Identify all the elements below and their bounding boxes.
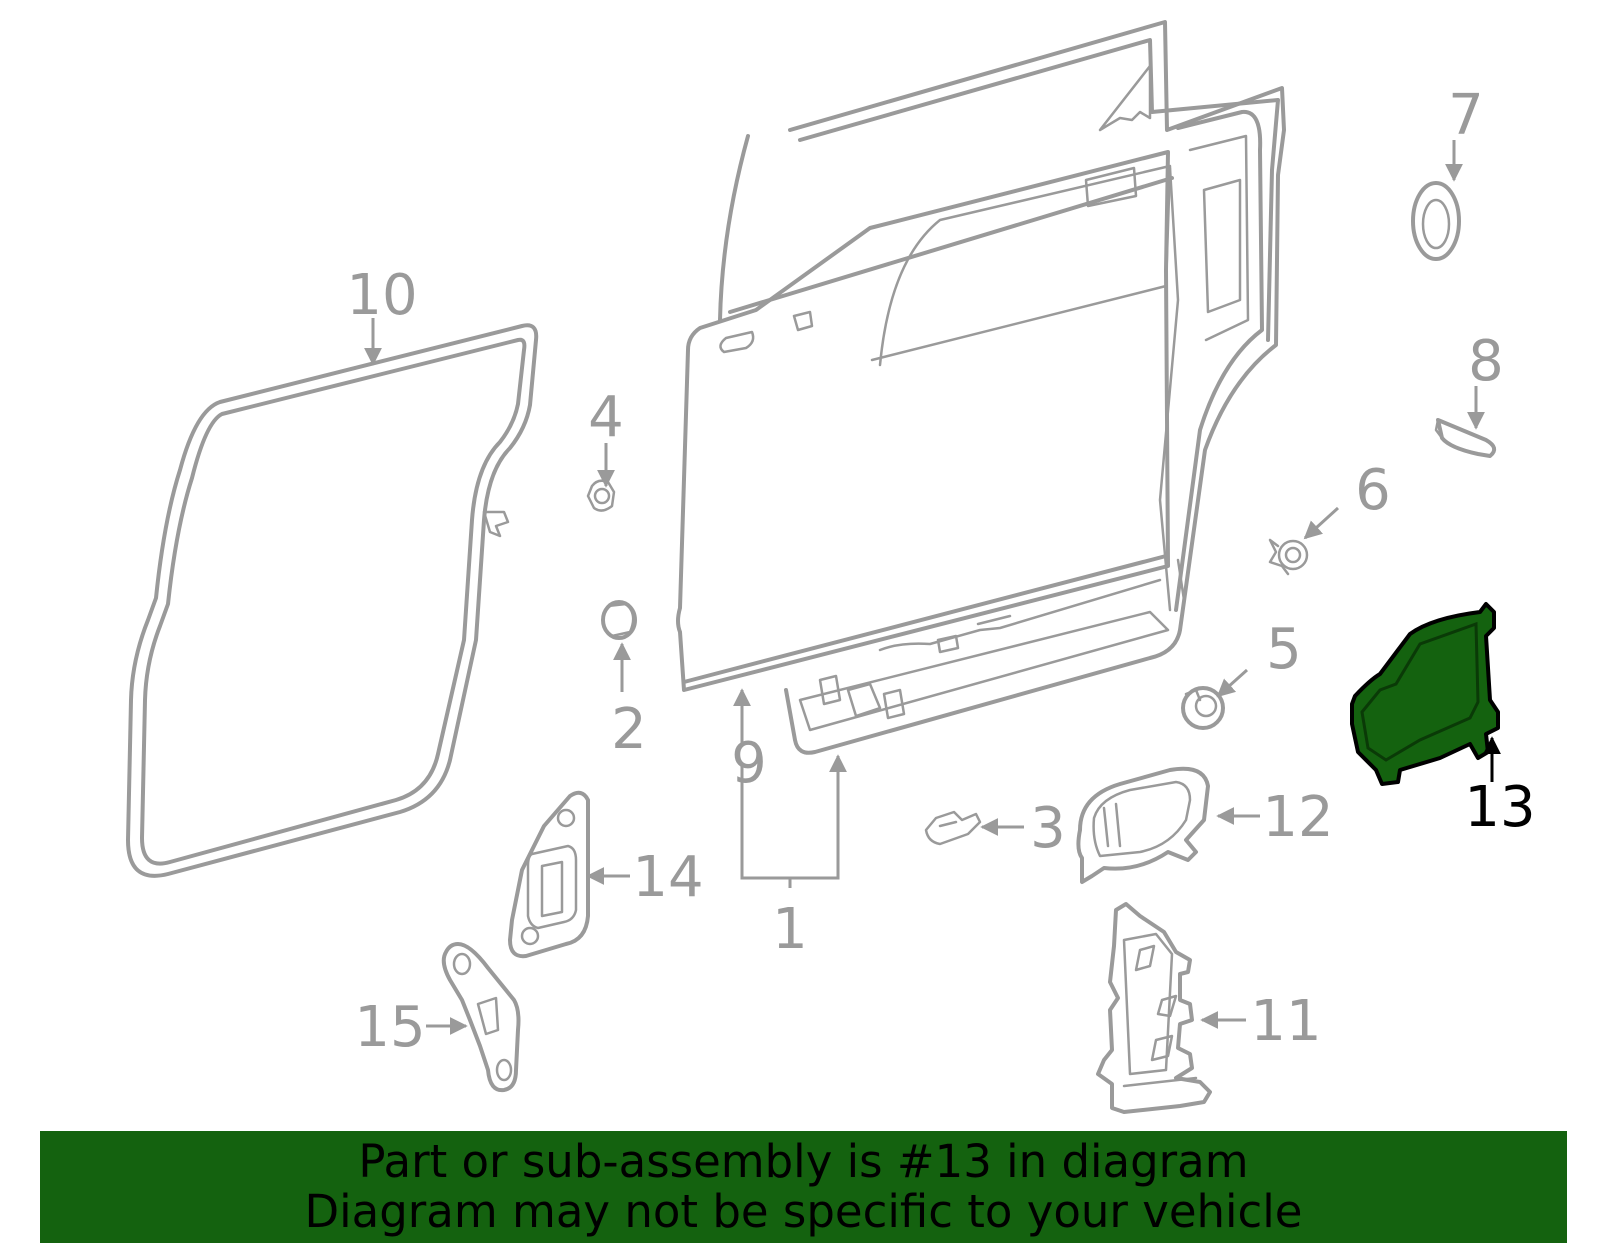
callout-4: 4: [588, 385, 624, 450]
part-12-handle-housing[interactable]: [1076, 766, 1210, 884]
part-4-clip[interactable]: [586, 479, 616, 512]
callout-15: 15: [354, 995, 425, 1060]
info-banner: Part or sub-assembly is #13 in diagram D…: [40, 1131, 1567, 1243]
callout-14: 14: [632, 845, 703, 910]
callout-11: 11: [1250, 989, 1321, 1054]
part-5-grommet[interactable]: [1181, 686, 1225, 730]
part-7-plug[interactable]: [1411, 181, 1461, 261]
part-11-lock-assembly[interactable]: [1096, 902, 1212, 1114]
callout-3: 3: [1030, 796, 1066, 861]
callout-labels: 1 2 3 4 5 6 7 8 9 10 11 12 13 14 15: [346, 83, 1535, 1060]
part-2-bumper[interactable]: [601, 600, 637, 640]
part-15-hinge-plate[interactable]: [441, 942, 521, 1093]
callout-7: 7: [1448, 83, 1484, 148]
part-13-cover[interactable]: [1350, 602, 1500, 786]
callout-9: 9: [731, 731, 767, 796]
callout-13: 13: [1464, 775, 1535, 840]
callout-2: 2: [611, 697, 647, 762]
part-14-bracket[interactable]: [508, 790, 590, 959]
part-6-clip[interactable]: [1268, 538, 1309, 576]
part-10-weatherstrip[interactable]: [126, 323, 539, 878]
banner-line-2: Diagram may not be specific to your vehi…: [304, 1185, 1303, 1238]
part-3-clip[interactable]: [924, 810, 982, 846]
callout-10: 10: [346, 263, 417, 328]
part-9-door-panel[interactable]: [676, 134, 1174, 692]
part-1-door-shell[interactable]: [784, 20, 1286, 755]
callout-12: 12: [1262, 785, 1333, 850]
part-8-pad[interactable]: [1434, 418, 1497, 458]
callout-5: 5: [1266, 617, 1302, 682]
callout-6: 6: [1355, 458, 1391, 523]
leader-lines: [364, 140, 1501, 1035]
callout-1: 1: [772, 897, 808, 962]
callout-8: 8: [1468, 329, 1504, 394]
banner-line-1: Part or sub-assembly is #13 in diagram: [358, 1135, 1249, 1188]
